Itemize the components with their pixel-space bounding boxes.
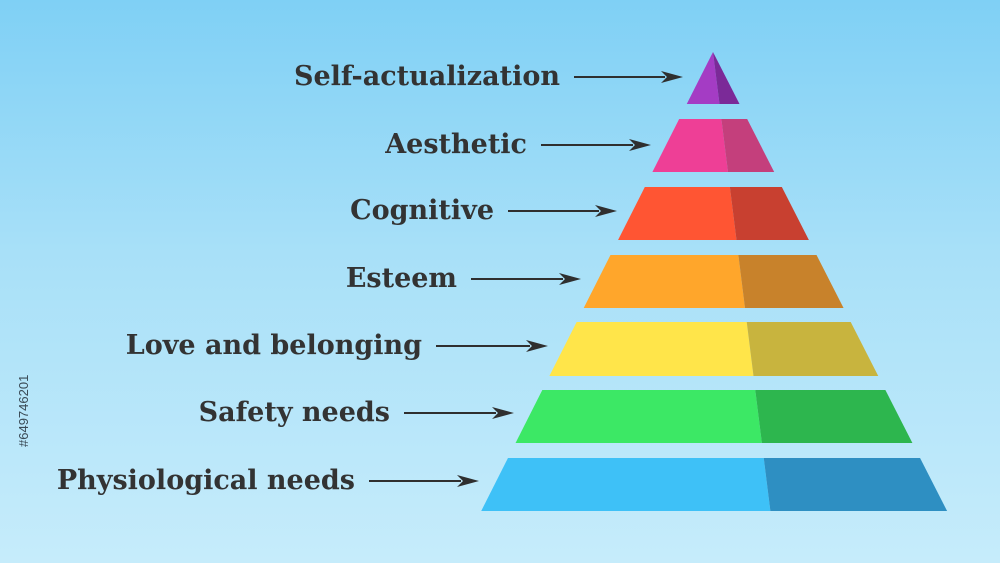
level-side-face <box>738 255 844 308</box>
arrow-head-icon <box>629 139 651 151</box>
level-side-face <box>755 390 913 443</box>
pyramid-level-2: Aesthetic <box>384 119 775 172</box>
arrow-head-icon <box>595 205 617 217</box>
level-side-face <box>729 187 809 240</box>
level-label: Cognitive <box>350 195 494 226</box>
stock-id-watermark: #649746201 <box>16 375 31 447</box>
level-label: Esteem <box>346 263 457 294</box>
pyramid-level-1: Self-actualization <box>294 52 740 104</box>
level-side-face <box>763 458 948 511</box>
level-label: Safety needs <box>199 397 390 428</box>
pyramid-level-5: Love and belonging <box>126 322 879 376</box>
arrow-head-icon <box>661 71 683 83</box>
level-label: Self-actualization <box>294 61 560 92</box>
level-front-face <box>686 52 720 104</box>
level-side-face <box>721 119 775 172</box>
level-front-face <box>618 187 737 240</box>
level-front-face <box>515 390 762 443</box>
arrow-head-icon <box>559 273 581 285</box>
level-side-face <box>713 52 740 104</box>
level-label: Aesthetic <box>384 129 527 160</box>
arrow-head-icon <box>492 407 514 419</box>
level-front-face <box>549 322 754 376</box>
pyramid-level-6: Safety needs <box>199 390 913 443</box>
level-front-face <box>652 119 728 172</box>
pyramid-level-4: Esteem <box>346 255 844 308</box>
arrow-head-icon <box>526 340 548 352</box>
level-side-face <box>746 322 879 376</box>
pyramid-levels: Self-actualizationAestheticCognitiveEste… <box>57 52 948 511</box>
pyramid-level-3: Cognitive <box>350 187 809 240</box>
arrow-head-icon <box>457 475 479 487</box>
level-front-face <box>481 458 771 511</box>
level-label: Physiological needs <box>57 465 355 496</box>
level-front-face <box>583 255 745 308</box>
pyramid-level-7: Physiological needs <box>57 458 948 511</box>
level-label: Love and belonging <box>126 330 422 361</box>
